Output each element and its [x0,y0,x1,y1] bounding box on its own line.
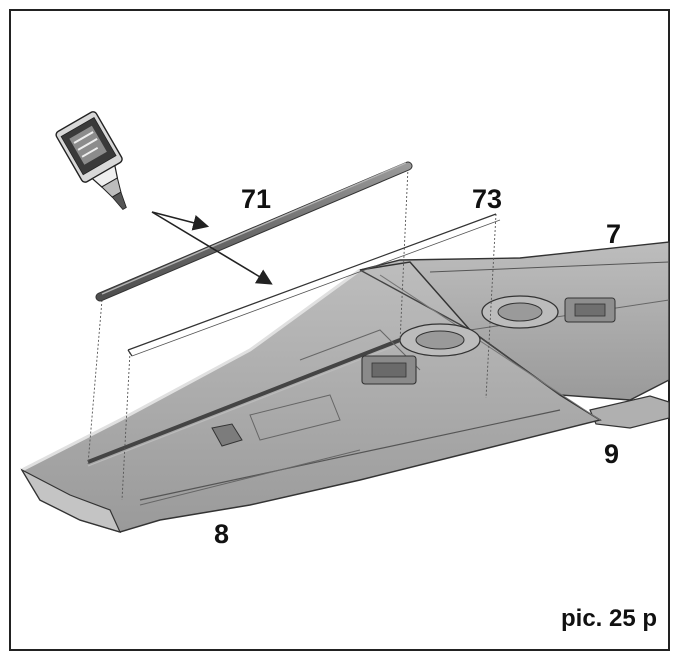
guide-lines [87,167,497,501]
glue-bottle-icon [55,111,127,210]
figure-caption: pic. 25 p [561,605,658,632]
arrow-icon [151,211,273,285]
callout-part-9: 9 [604,439,620,469]
callout-part-73: 73 [472,184,503,214]
callout-part-71: 71 [241,184,272,214]
callout-part-7: 7 [606,219,622,249]
left-wing-half [20,261,602,533]
callout-part-8: 8 [214,519,230,549]
reinforcement-strip-73 [127,213,501,357]
spar-rod-71 [95,161,413,302]
right-wing-half [358,241,670,429]
